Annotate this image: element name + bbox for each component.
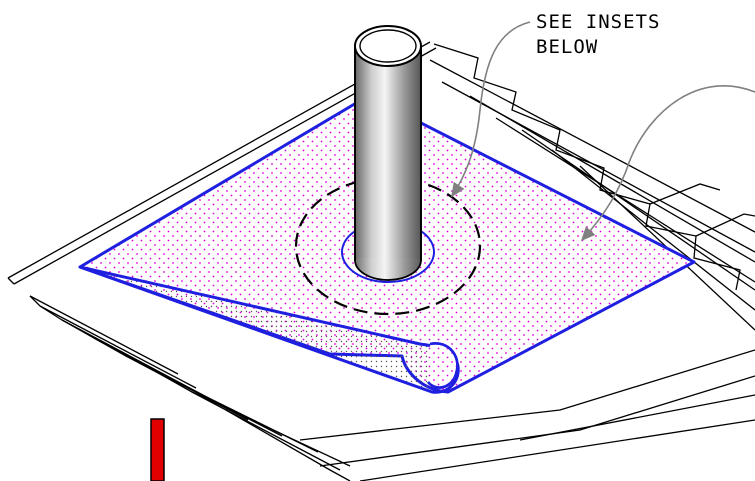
callout-leaders [451,21,755,242]
pipe [354,25,422,281]
curled-corner [78,265,460,394]
leader-arrow-inset [451,21,531,198]
leader-arrow-membrane [580,85,755,242]
callout-line-1: SEE INSETS [536,11,660,33]
red-marker [150,418,165,481]
callout-line-2: BELOW [536,36,598,58]
